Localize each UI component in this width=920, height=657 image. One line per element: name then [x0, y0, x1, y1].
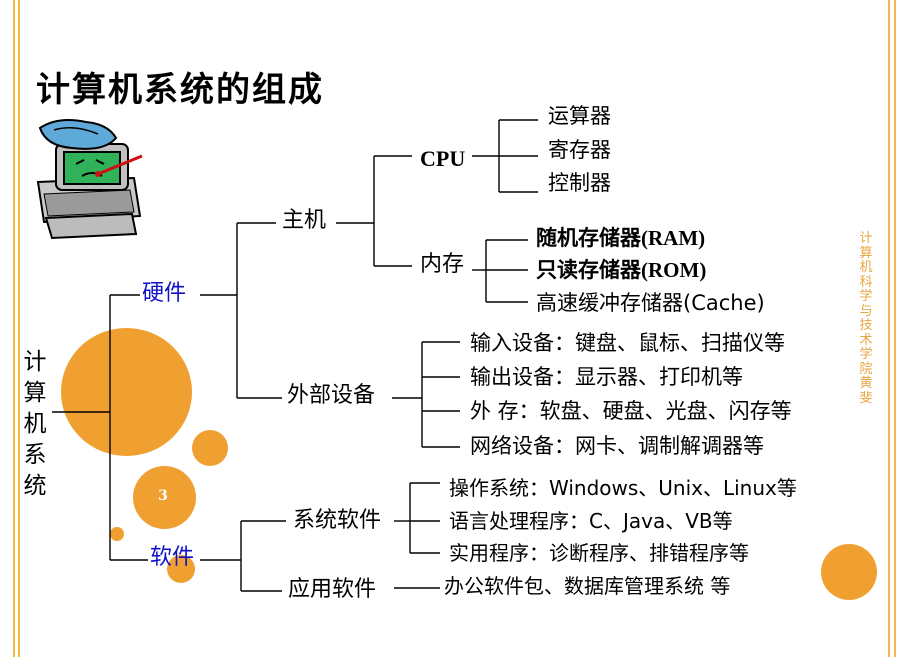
frame-line-left-inner	[18, 0, 20, 657]
peripheral-item: 输入设备：键盘、鼠标、扫描仪等	[470, 331, 785, 355]
application-software-node: 应用软件	[288, 577, 377, 602]
decor-circle-right	[821, 544, 877, 600]
page-number-circle	[133, 466, 196, 529]
decor-circle-medium	[192, 430, 228, 466]
frame-line-right-inner	[888, 0, 890, 657]
cpu-item: 控制器	[548, 171, 611, 195]
page-number: 3	[158, 488, 168, 504]
system-software-item: 语言处理程序：C、Java、VB等	[449, 509, 733, 533]
page-title: 计算机系统的组成	[36, 70, 324, 110]
decor-circle-small	[167, 555, 195, 583]
host-node: 主机	[282, 208, 327, 233]
peripheral-item: 网络设备：网卡、调制解调器等	[470, 434, 764, 458]
frame-line-right-outer	[894, 0, 896, 657]
application-software-item: 办公软件包、数据库管理系统 等	[444, 574, 731, 598]
decor-circle-large	[61, 328, 192, 456]
root-node-label: 计算机系统	[23, 349, 47, 499]
peripheral-item: 外 存：软盘、硬盘、光盘、闪存等	[470, 399, 792, 423]
hardware-node: 硬件	[142, 281, 187, 306]
system-software-item: 实用程序：诊断程序、排错程序等	[449, 541, 749, 565]
sick-computer-clipart-icon	[36, 119, 143, 240]
peripherals-node: 外部设备	[287, 383, 376, 408]
cpu-item: 运算器	[548, 104, 611, 128]
side-credit-text: 计算机科学与技术学院 黄斐	[859, 231, 873, 406]
memory-item: 随机存储器(RAM)	[536, 226, 706, 250]
peripheral-item: 输出设备：显示器、打印机等	[470, 365, 743, 389]
system-software-item: 操作系统：Windows、Unix、Linux等	[449, 476, 797, 500]
software-node: 软件	[150, 545, 195, 570]
cpu-node: CPU	[420, 146, 466, 171]
decor-circle-tiny	[110, 527, 124, 541]
frame-line-left-outer	[13, 0, 15, 657]
system-software-node: 系统软件	[293, 508, 382, 533]
memory-item: 高速缓冲存储器(Cache)	[536, 291, 765, 315]
cpu-item: 寄存器	[548, 138, 611, 162]
memory-item: 只读存储器(ROM)	[536, 258, 707, 282]
memory-node: 内存	[420, 252, 465, 277]
